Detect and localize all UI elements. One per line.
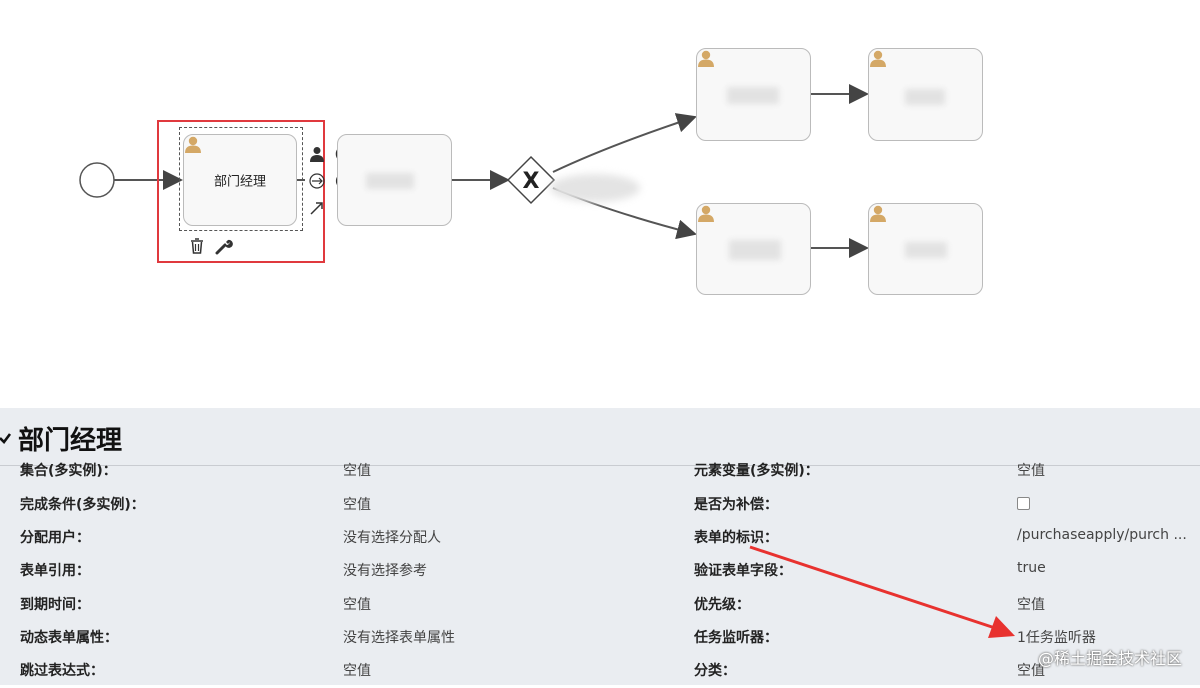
exclusive-gateway[interactable]: X [506, 155, 556, 205]
connect-sequence-flow-icon[interactable] [308, 199, 326, 217]
prop-label: 是否为补偿： [694, 497, 778, 513]
prop-row-form-key[interactable]: 表单的标识： /purchaseapply/purch ... [694, 527, 1194, 555]
prop-row-assignee[interactable]: 分配用户： 没有选择分配人 [20, 527, 660, 555]
prop-value: 没有选择参考 [343, 563, 427, 579]
prop-label: 完成条件(多实例)： [20, 497, 145, 513]
blurred-label [905, 89, 945, 105]
prop-label: 任务监听器： [694, 630, 778, 646]
blurred-label [729, 240, 781, 260]
wrench-icon[interactable] [215, 237, 233, 255]
properties-panel: 部门经理 集合(多实例)： 空值 完成条件(多实例)： 空值 分配用户： 没有选… [0, 408, 1200, 685]
prop-value: 空值 [343, 663, 371, 679]
prop-row-skip-expression[interactable]: 跳过表达式： 空值 [20, 660, 660, 688]
prop-value: 空值 [1017, 597, 1045, 613]
properties-header[interactable]: 部门经理 [0, 408, 1200, 466]
prop-label: 集合(多实例)： [20, 463, 117, 479]
prop-label: 优先级： [694, 597, 750, 613]
prop-value: 空值 [1017, 663, 1045, 679]
append-user-task-icon[interactable] [308, 145, 326, 163]
blurred-label [727, 87, 779, 104]
prop-row-element-variable[interactable]: 元素变量(多实例)： 空值 [694, 460, 1194, 488]
task-department-manager[interactable]: 部门经理 [183, 134, 297, 226]
prop-value: 空值 [343, 597, 371, 613]
selection-dotted-frame [179, 127, 303, 231]
task-upper-2[interactable] [868, 48, 983, 141]
delete-icon[interactable] [188, 237, 206, 255]
properties-title: 部门经理 [18, 426, 123, 456]
prop-value: 1任务监听器 [1017, 630, 1096, 646]
prop-value: /purchaseapply/purch ... [1017, 527, 1187, 543]
watermark: @稀土掘金技术社区 [1037, 649, 1182, 668]
prop-value: 空值 [1017, 463, 1045, 479]
prop-row-collection[interactable]: 集合(多实例)： 空值 [20, 460, 660, 488]
chevron-down-icon[interactable] [0, 432, 12, 446]
prop-value: 空值 [343, 463, 371, 479]
compensation-checkbox[interactable] [1017, 497, 1030, 510]
svg-text:X: X [523, 169, 540, 194]
prop-label: 表单的标识： [694, 530, 778, 546]
flow-gateway-to-upper[interactable] [552, 113, 697, 173]
prop-row-validate-form-fields[interactable]: 验证表单字段： true [694, 560, 1194, 588]
user-icon [870, 205, 886, 222]
append-intermediate-event-icon[interactable] [308, 172, 326, 190]
prop-value: 空值 [343, 497, 371, 513]
prop-label: 跳过表达式： [20, 663, 104, 679]
blurred-label [366, 173, 414, 189]
prop-row-task-listeners[interactable]: 任务监听器： 1任务监听器 [694, 627, 1194, 655]
prop-value: 没有选择表单属性 [343, 630, 455, 646]
task-label: 部门经理 [213, 174, 266, 190]
selection-highlight [157, 120, 325, 263]
user-icon [870, 50, 886, 67]
prop-label: 表单引用： [20, 563, 90, 579]
start-event[interactable] [79, 162, 115, 198]
flow-connections: X [79, 84, 869, 258]
task-upper-1[interactable] [696, 48, 811, 141]
user-icon [185, 136, 201, 153]
prop-row-due-date[interactable]: 到期时间： 空值 [20, 594, 660, 622]
prop-label: 验证表单字段： [694, 563, 792, 579]
prop-value: true [1017, 560, 1046, 576]
prop-label: 到期时间： [20, 597, 90, 613]
prop-row-form-reference[interactable]: 表单引用： 没有选择参考 [20, 560, 660, 588]
prop-row-is-compensation[interactable]: 是否为补偿： [694, 494, 1194, 522]
blurred-label [905, 242, 947, 258]
task-lower-2[interactable] [868, 203, 983, 295]
prop-row-form-properties[interactable]: 动态表单属性： 没有选择表单属性 [20, 627, 660, 655]
prop-row-category[interactable]: 分类： 空值 [694, 660, 1194, 688]
prop-label: 分类： [694, 663, 736, 679]
process-canvas[interactable]: X 部门经理 [0, 0, 1200, 408]
prop-label: 元素变量(多实例)： [694, 463, 819, 479]
task-blurred-2[interactable] [337, 134, 452, 226]
prop-value: 没有选择分配人 [343, 530, 441, 546]
blurred-condition-label [550, 174, 640, 202]
prop-row-priority[interactable]: 优先级： 空值 [694, 594, 1194, 622]
prop-label: 动态表单属性： [20, 630, 118, 646]
prop-row-completion-condition[interactable]: 完成条件(多实例)： 空值 [20, 494, 660, 522]
task-lower-1[interactable] [696, 203, 811, 295]
user-icon [698, 50, 714, 67]
user-icon [698, 205, 714, 222]
prop-label: 分配用户： [20, 530, 90, 546]
